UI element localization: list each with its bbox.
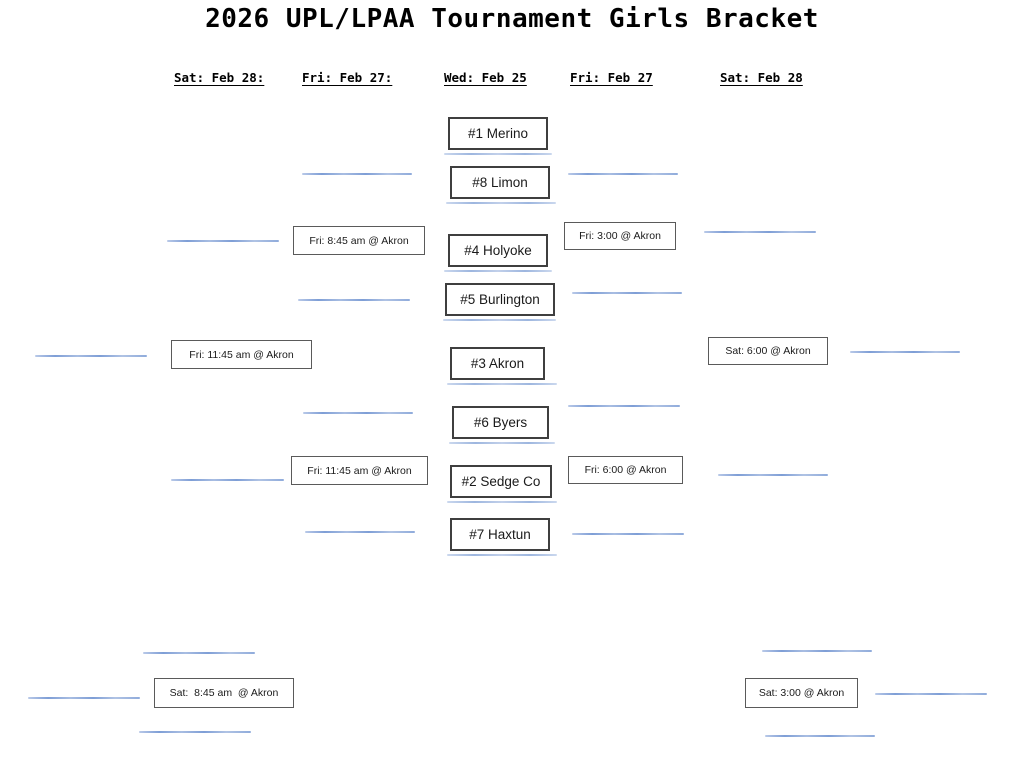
team-box-seed-1[interactable]: #1 Merino <box>448 117 548 150</box>
team-box-seed-3[interactable]: #3 Akron <box>450 347 545 380</box>
left-final-upper-slot[interactable] <box>167 240 279 242</box>
left-semi-upper-slot[interactable] <box>298 299 410 301</box>
right-champion-slot[interactable] <box>850 351 960 353</box>
consolation-right-entry-slot[interactable] <box>875 693 987 695</box>
haxtun-underline <box>447 554 557 556</box>
game-box-left-consolation-7[interactable]: Sat: 8:45 am @ Akron <box>154 678 294 708</box>
round-header-4: Fri: Feb 27 <box>570 70 653 85</box>
game-box-right-consolation-8[interactable]: Sat: 3:00 @ Akron <box>745 678 858 708</box>
consolation-left-top-slot[interactable] <box>143 652 255 654</box>
burlington-underline <box>443 319 556 321</box>
round-header-2: Fri: Feb 27: <box>302 70 393 85</box>
round-header-5: Sat: Feb 28 <box>720 70 803 85</box>
game-box-right-championship-5[interactable]: Sat: 6:00 @ Akron <box>708 337 828 365</box>
round-header-1: Sat: Feb 28: <box>174 70 265 85</box>
holyoke-underline <box>444 270 552 272</box>
left-semi-bot-slot[interactable] <box>305 531 415 533</box>
sedgeco-underline <box>447 501 557 503</box>
left-semi-top-slot[interactable] <box>302 173 412 175</box>
consolation-right-bottom-slot[interactable] <box>765 735 875 737</box>
akron-underline <box>447 383 557 385</box>
right-semi-bot-slot[interactable] <box>572 533 684 535</box>
game-box-right-semifinal-4[interactable]: Fri: 3:00 @ Akron <box>564 222 676 250</box>
game-box-left-semifinal-3[interactable]: Fri: 11:45 am @ Akron <box>291 456 428 485</box>
right-final-upper-slot[interactable] <box>704 231 816 233</box>
merino-underline <box>444 153 552 155</box>
page-title: 2026 UPL/LPAA Tournament Girls Bracket <box>205 4 819 34</box>
right-semi-upper-slot[interactable] <box>572 292 682 294</box>
consolation-left-bottom-slot[interactable] <box>139 731 251 733</box>
limon-underline <box>446 202 556 204</box>
right-semi-lower-slot[interactable] <box>568 405 680 407</box>
team-box-seed-2[interactable]: #2 Sedge Co <box>450 465 552 498</box>
team-box-seed-8[interactable]: #8 Limon <box>450 166 550 199</box>
round-header-3: Wed: Feb 25 <box>444 70 527 85</box>
game-box-left-final-2[interactable]: Fri: 11:45 am @ Akron <box>171 340 312 369</box>
right-final-lower-slot[interactable] <box>718 474 828 476</box>
right-semi-top-slot[interactable] <box>568 173 678 175</box>
consolation-right-top-slot[interactable] <box>762 650 872 652</box>
left-semi-lower-slot[interactable] <box>303 412 413 414</box>
team-box-seed-4[interactable]: #4 Holyoke <box>448 234 548 267</box>
team-box-seed-7[interactable]: #7 Haxtun <box>450 518 550 551</box>
byers-underline <box>449 442 555 444</box>
game-box-left-semifinal-1[interactable]: Fri: 8:45 am @ Akron <box>293 226 425 255</box>
consolation-left-entry-slot[interactable] <box>28 697 140 699</box>
left-final-lower-slot[interactable] <box>171 479 284 481</box>
game-box-right-semifinal-6[interactable]: Fri: 6:00 @ Akron <box>568 456 683 484</box>
left-champion-slot[interactable] <box>35 355 147 357</box>
team-box-seed-6[interactable]: #6 Byers <box>452 406 549 439</box>
team-box-seed-5[interactable]: #5 Burlington <box>445 283 555 316</box>
